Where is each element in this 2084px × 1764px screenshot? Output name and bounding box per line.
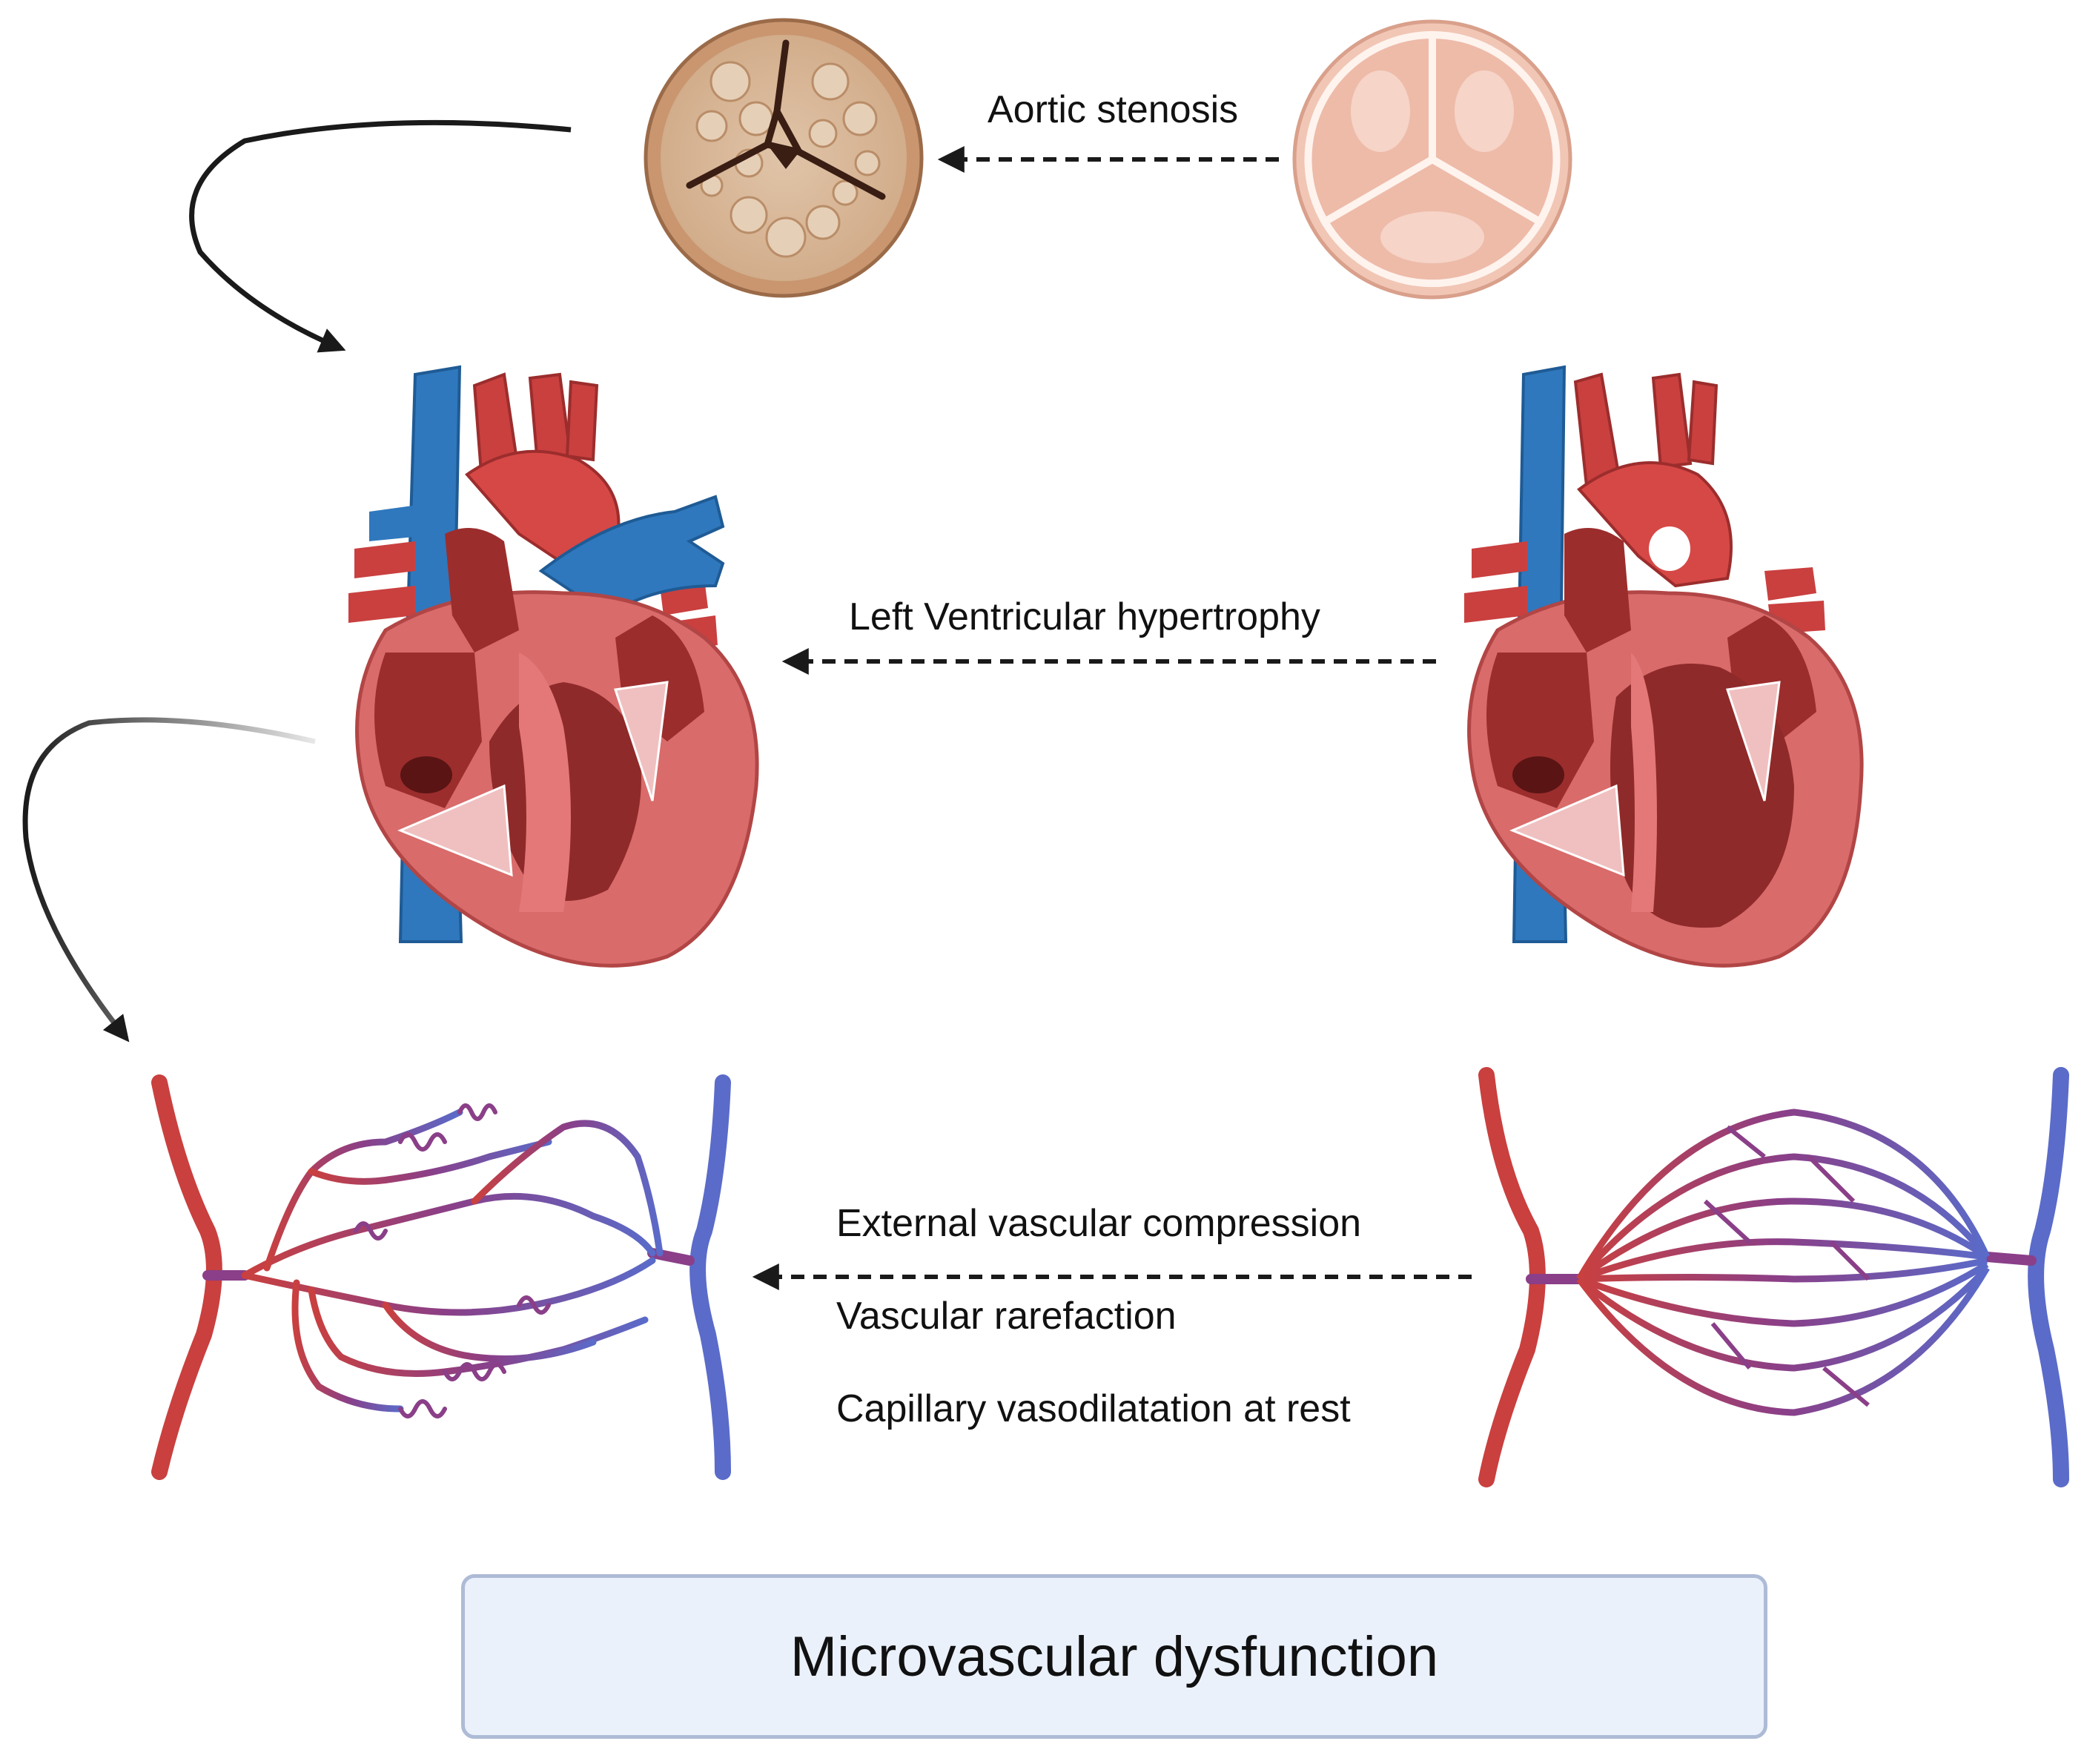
heart-to-capillary-curve-arrow xyxy=(22,717,316,1043)
outcome-label: Microvascular dysfunction xyxy=(790,1625,1439,1688)
rarefied-capillary-bed-icon xyxy=(151,1074,731,1480)
outcome-box: Microvascular dysfunction xyxy=(461,1574,1767,1739)
valve-to-heart-curve-arrow xyxy=(189,119,572,353)
hypertrophic-heart-icon xyxy=(348,365,759,968)
stenotic-aortic-valve-icon xyxy=(644,18,924,298)
normal-aortic-valve-icon xyxy=(1292,19,1572,300)
normal-capillary-bed-icon xyxy=(1478,1067,2069,1487)
normal-heart-icon xyxy=(1464,365,1864,968)
